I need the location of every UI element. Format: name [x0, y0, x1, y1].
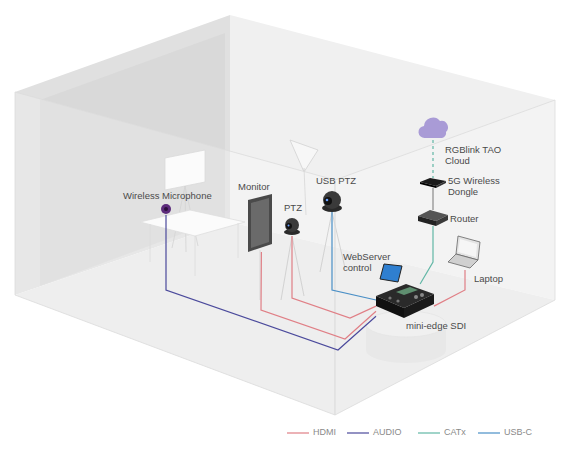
device-label: Wireless Microphone [123, 190, 212, 201]
device-icon [418, 114, 448, 140]
illustration-part [376, 296, 404, 318]
illustration-part [396, 299, 399, 302]
legend-text: HDMI [313, 427, 336, 438]
illustration-part [324, 197, 332, 205]
legend-item: USB-C [478, 427, 558, 439]
device-label: Laptop [474, 273, 503, 284]
cable-connector [434, 270, 465, 306]
device-label: 5G Wireless Dongle [448, 175, 506, 197]
illustration-part [448, 254, 478, 268]
illustration-part [420, 293, 424, 297]
device-node: Wireless Microphone [160, 203, 172, 215]
illustration-part [396, 287, 418, 295]
legend-line [478, 432, 500, 433]
illustration-part [248, 194, 272, 252]
illustration-part [288, 225, 290, 227]
device-icon [246, 194, 274, 252]
illustration-part [285, 218, 299, 232]
illustration-part [418, 118, 447, 138]
legend-sample [478, 427, 502, 439]
device-icon [160, 203, 172, 215]
device-label: RGBlink TAO Cloud [445, 144, 503, 166]
illustration-part [418, 216, 436, 226]
device-icon [420, 178, 446, 188]
illustration-part [420, 182, 436, 188]
device-icon [318, 188, 346, 212]
cable-connector [432, 188, 433, 210]
cable-connector [292, 236, 376, 318]
device-label: Monitor [238, 181, 270, 192]
illustration-part [388, 296, 391, 299]
illustration-part [414, 295, 418, 299]
device-node: mini-edge SDI [376, 284, 434, 318]
legend-line [418, 432, 440, 433]
device-node: RGBlink TAO Cloud [418, 114, 448, 140]
legend-line [347, 432, 369, 433]
legend-sample [347, 427, 371, 439]
legend-item: AUDIO [347, 427, 427, 439]
device-icon [448, 236, 482, 270]
device-label: WebServer control [343, 251, 399, 273]
device-node: WebServer control [380, 264, 402, 282]
umbrella-light [290, 140, 318, 172]
cable-connector [420, 226, 433, 284]
legend-sample [287, 427, 311, 439]
illustration-part [164, 207, 168, 211]
illustration-part [251, 198, 269, 248]
device-node: Router [418, 210, 448, 226]
device-node: Monitor [246, 194, 274, 252]
device-node: 5G Wireless Dongle [420, 178, 446, 188]
front-wall [335, 100, 555, 415]
device-node: Laptop [448, 236, 482, 270]
cable-connector [432, 140, 433, 178]
legend-text: AUDIO [373, 427, 402, 438]
illustration-part [380, 264, 402, 282]
illustration-part [161, 204, 171, 214]
device-icon [282, 216, 302, 236]
legend-text: USB-C [504, 427, 532, 438]
legend-text: CATx [444, 427, 466, 438]
device-label: USB PTZ [316, 175, 356, 186]
illustration-part [323, 191, 341, 209]
illustration-part [326, 199, 329, 202]
device-node: PTZ [282, 216, 302, 236]
legend-line [287, 432, 309, 433]
device-label: Router [450, 213, 479, 224]
illustration-part [404, 294, 434, 318]
front-wall [15, 92, 335, 415]
device-label: PTZ [284, 202, 302, 213]
device-node: USB PTZ [318, 188, 346, 212]
illustration-part [436, 215, 448, 226]
device-icon [380, 264, 402, 282]
illustration-part [286, 223, 292, 229]
illustration-part [458, 239, 477, 257]
device-label: mini-edge SDI [406, 320, 466, 331]
device-icon [418, 210, 448, 226]
illustration-part [436, 181, 446, 188]
legend-sample [418, 427, 442, 439]
device-icon [376, 284, 434, 318]
